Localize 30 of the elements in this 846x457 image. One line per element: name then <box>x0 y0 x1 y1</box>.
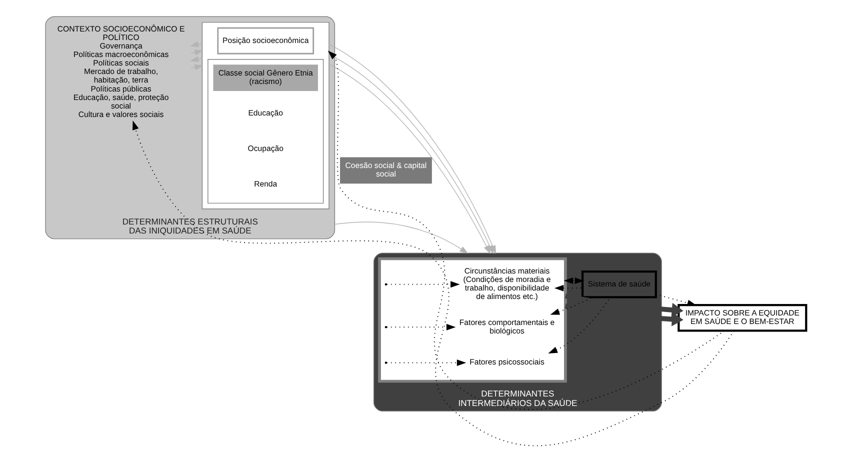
arrow <box>554 284 582 292</box>
node-text: Fatores psicossociais <box>470 358 544 367</box>
node-box: Posição socioeconômica <box>217 27 314 54</box>
arrow <box>564 303 684 326</box>
node-text: Circunstâncias materiais (Condições de moradia e trabalho, disponibilidade de alimentos etc.) <box>463 266 551 302</box>
cluster <box>208 59 324 204</box>
node-box: IMPACTO SOBRE A EQUIDADE EM SAÚDE E O BEM-ESTAR <box>678 304 808 332</box>
cluster <box>202 22 330 210</box>
node-text: Educação <box>248 108 284 118</box>
node-box: Sistema de saúde <box>581 270 657 298</box>
arrow <box>386 324 456 330</box>
arrow <box>564 277 584 284</box>
node-text: Renda <box>254 180 278 189</box>
arrow <box>564 293 684 317</box>
node-text: Ocupação <box>248 144 284 154</box>
arrow <box>132 120 734 446</box>
node-box: Coesão social & capital social <box>340 157 432 184</box>
arrow <box>190 41 203 48</box>
node-text: CONTEXTO SOCIOECONÔMICO E POLÍTICO Governança Políticas macroeconômicas Políticas sociais Mercado de trabalho, habitação, terra Políticas públicas Educação, saúde, proteção social Cultura e valores sociais <box>57 24 185 119</box>
arrow <box>190 49 204 56</box>
node-text: Fatores comportamentais e biológicos <box>459 318 555 336</box>
arrow <box>334 222 468 254</box>
arrow <box>550 296 594 315</box>
arrow <box>386 359 466 366</box>
arrow <box>190 64 204 70</box>
node-box: Classe social Gênero Etnia (racismo) <box>213 64 318 92</box>
arrow <box>548 297 611 354</box>
arrow <box>386 281 460 288</box>
arrow <box>190 56 203 62</box>
cluster <box>378 257 567 383</box>
